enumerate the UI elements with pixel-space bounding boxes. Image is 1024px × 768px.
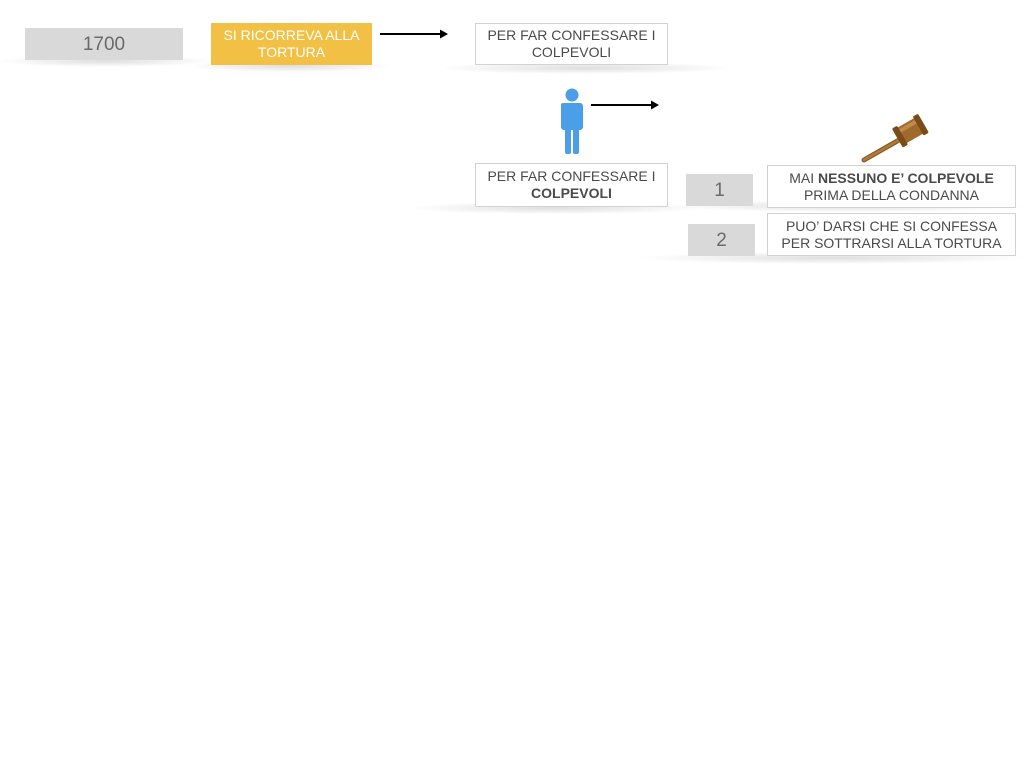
gavel-icon <box>861 114 929 163</box>
point-box-2: PUO’ DARSI CHE SI CONFESSA PER SOTTRARSI… <box>767 213 1016 256</box>
point-number-1: 1 <box>686 174 753 206</box>
arrow-right-icon-2 <box>591 100 659 110</box>
point-1-suffix: PRIMA DELLA CONDANNA <box>803 186 980 203</box>
purpose-box-2: PER FAR CONFESSARE I COLPEVOLI <box>475 163 668 207</box>
purpose-bold-2: COLPEVOLI <box>531 185 612 201</box>
point-box-1: MAI NESSUNO E’ COLPEVOLE PRIMA DELLA CON… <box>767 165 1016 208</box>
year-label: 1700 <box>82 33 126 55</box>
torture-label: SI RICORREVA ALLA TORTURA <box>223 27 360 60</box>
point-1-prefix: MAI <box>789 169 818 186</box>
point-number-1-label: 1 <box>714 179 725 201</box>
point-number-2: 2 <box>688 224 755 256</box>
purpose-prefix-2: PER FAR CONFESSARE I <box>487 168 656 184</box>
point-text-1: MAI NESSUNO E’ COLPEVOLE PRIMA DELLA CON… <box>789 170 994 204</box>
point-1-bold: NESSUNO E’ COLPEVOLE <box>817 169 994 186</box>
shadow-purpose-1 <box>440 62 730 74</box>
purpose-text-2: PER FAR CONFESSARE I COLPEVOLI <box>487 168 655 202</box>
arrow-right-icon <box>380 29 448 39</box>
person-icon <box>561 88 583 154</box>
point-text-2: PUO’ DARSI CHE SI CONFESSA PER SOTTRARSI… <box>781 217 1002 251</box>
year-box: 1700 <box>25 28 183 60</box>
purpose-box-1: PER FAR CONFESSARE I COLPEVOLI <box>475 23 668 65</box>
purpose-label-1: PER FAR CONFESSARE I COLPEVOLI <box>487 27 656 60</box>
torture-box: SI RICORREVA ALLA TORTURA <box>211 23 372 65</box>
point-number-2-label: 2 <box>716 229 727 251</box>
